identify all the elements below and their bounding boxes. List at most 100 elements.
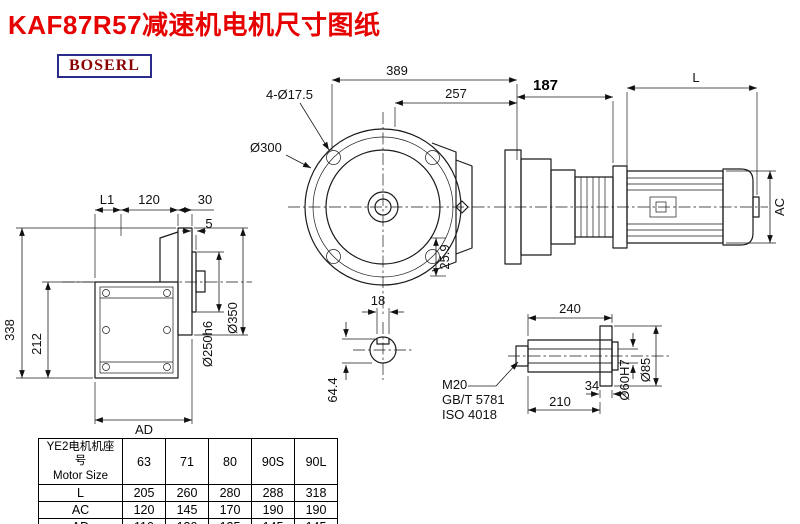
- bolt-hole: [326, 150, 341, 165]
- dim-85-label: Ø85: [638, 358, 653, 383]
- table-row-L: L 205 260 280 288 318: [38, 484, 338, 503]
- dimension-motor-diameter: AC: [726, 170, 787, 244]
- shaft-center-circle: [374, 198, 392, 216]
- standard-iso-label: ISO 4018: [442, 407, 497, 422]
- table-header-en: Motor Size: [53, 469, 108, 482]
- dim-60H7-label: Ø60H7: [617, 359, 632, 400]
- shaft-end-boss: [752, 196, 760, 218]
- cell: 260: [165, 484, 209, 503]
- row-label: L: [38, 484, 123, 503]
- dimension-motor-length: L: [626, 70, 758, 195]
- bolt-head: [163, 326, 171, 334]
- thread-m20-label: M20: [442, 377, 467, 392]
- standard-gbt-label: GB/T 5781: [442, 392, 505, 407]
- brand-logo: BOSERL: [57, 54, 152, 78]
- dimension-offset: 25.9: [430, 237, 452, 277]
- dim-L1-label: L1: [100, 192, 114, 207]
- housing-step: [455, 159, 473, 255]
- cell: 318: [294, 484, 338, 503]
- keyway: [376, 339, 390, 345]
- bolt-hole: [425, 150, 440, 165]
- dim-AC-label: AC: [772, 198, 787, 216]
- end-cap: [611, 341, 619, 371]
- page-title: KAF87R57减速机电机尺寸图纸: [8, 10, 381, 40]
- row-label: AD: [38, 518, 123, 524]
- dim-389-label: 389: [386, 63, 408, 78]
- torque-arm: [159, 231, 179, 282]
- dim-25-9-label: 25.9: [437, 244, 452, 269]
- hollow-shaft-stub: [195, 270, 206, 293]
- pilot-circle: [325, 149, 441, 265]
- cell: 280: [208, 484, 252, 503]
- bolt-hole: [425, 249, 440, 264]
- cell: 135: [208, 518, 252, 524]
- dim-L-label: L: [692, 70, 699, 85]
- dim-250h6-label: Ø250h6: [200, 321, 215, 367]
- cell: 145: [294, 518, 338, 524]
- cell: 145: [251, 518, 295, 524]
- table-header-size: 80: [208, 437, 252, 486]
- flange-outer-circle: [304, 128, 462, 286]
- dimension-overall-width: 389: [331, 63, 518, 160]
- bolt-hole: [326, 249, 341, 264]
- dim-bolt-holes-label: 4-Ø17.5: [266, 87, 313, 102]
- left-side-view: L1 120 30 5 338 212 AD Ø250h: [2, 192, 252, 437]
- cell: 205: [122, 484, 166, 503]
- oil-plug: [455, 200, 469, 214]
- cell: 120: [122, 501, 166, 520]
- bolt-head: [163, 363, 171, 371]
- right-side-view: [494, 149, 768, 265]
- motor-size-table: YE2电机机座号 Motor Size 63 71 80 90S 90L L 2…: [38, 437, 338, 524]
- dim-212-label: 212: [29, 333, 44, 355]
- cell: 110: [122, 518, 166, 524]
- table-header-cn: YE2电机机座号: [46, 441, 115, 468]
- dim-5-label: 5: [205, 216, 212, 231]
- dim-210-label: 210: [549, 394, 571, 409]
- bolt-circle: [312, 136, 454, 278]
- cell: 190: [251, 501, 295, 520]
- bolt-head: [102, 363, 110, 371]
- leader-bolt-holes: 4-Ø17.5: [266, 87, 330, 151]
- table-header-size: 90S: [251, 437, 295, 486]
- table-header-size: 71: [165, 437, 209, 486]
- output-flange: [177, 227, 193, 336]
- dim-300-label: Ø300: [250, 140, 282, 155]
- cell: 130: [165, 518, 209, 524]
- nameplate: [655, 201, 667, 213]
- table-header-motor-size: YE2电机机座号 Motor Size: [38, 437, 123, 486]
- shaft-end-circle: [369, 336, 397, 364]
- bolt-head-m20: [515, 345, 529, 367]
- cell: 170: [208, 501, 252, 520]
- shaft-detail-view: 240 34 210 M20 GB/T 5781 ISO 4018 Ø60H7: [442, 301, 672, 422]
- dim-34-label: 34: [585, 378, 599, 393]
- dim-64-4-label: 64.4: [325, 377, 340, 402]
- bolt-head: [163, 289, 171, 297]
- dim-350-label: Ø350: [225, 302, 240, 334]
- table-row-AC: AC 120 145 170 190 190: [38, 501, 338, 520]
- dim-18-label: 18: [371, 293, 385, 308]
- dim-187-label: 187: [533, 77, 558, 94]
- cell: 190: [294, 501, 338, 520]
- terminal-box: [649, 196, 677, 218]
- front-view: [288, 112, 492, 314]
- table-row-AD: AD 110 130 135 145 145: [38, 518, 338, 524]
- dim-30-label: 30: [198, 192, 212, 207]
- dimension-adapter-length: 187: [517, 77, 614, 163]
- dim-257-label: 257: [445, 86, 467, 101]
- shaft-end-view: 18 64.4: [325, 293, 413, 403]
- dimension-flange-face: 257: [394, 86, 517, 127]
- leader-pilot-diameter: Ø300: [250, 140, 312, 169]
- dim-338-label: 338: [2, 319, 17, 341]
- dim-AD-label: AD: [135, 422, 153, 437]
- dim-120-label: 120: [138, 192, 160, 207]
- bolt-head: [102, 289, 110, 297]
- cell: 145: [165, 501, 209, 520]
- bolt-head: [102, 326, 110, 334]
- row-label: AC: [38, 501, 123, 520]
- housing-inner: [99, 286, 174, 374]
- cell: 288: [251, 484, 295, 503]
- table-header-size: 63: [122, 437, 166, 486]
- dim-240-label: 240: [559, 301, 581, 316]
- shaft-bore-circle: [367, 191, 399, 223]
